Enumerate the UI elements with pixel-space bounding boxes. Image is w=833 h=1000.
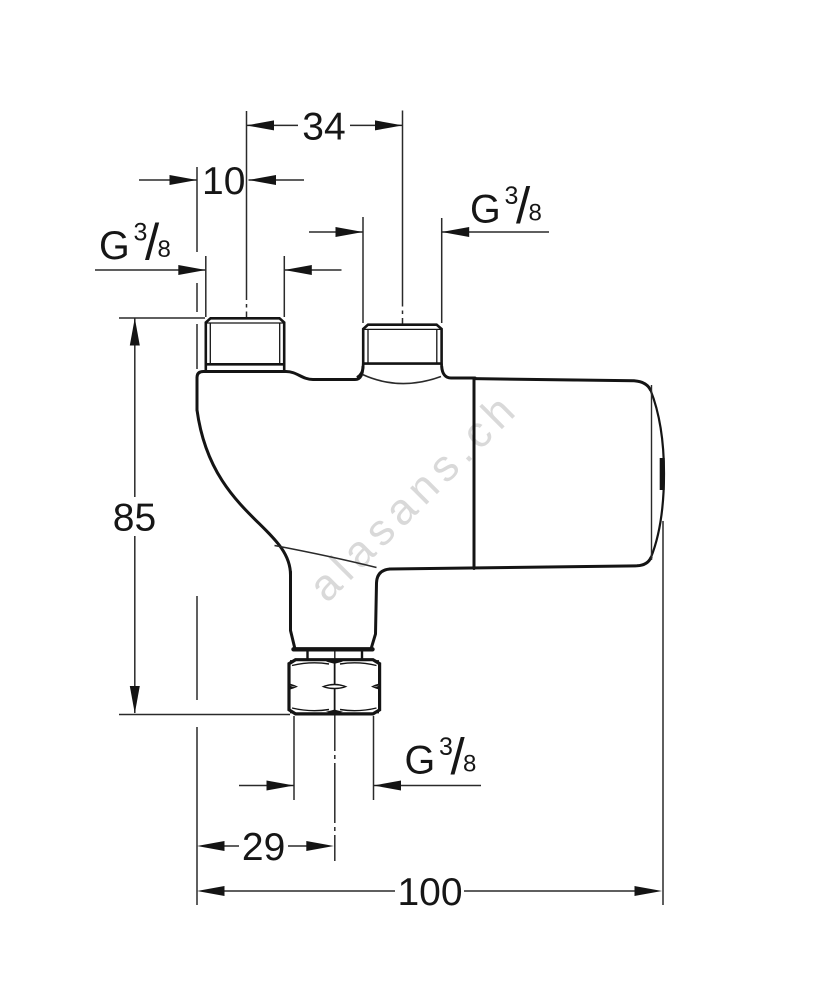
svg-text:10: 10 — [202, 160, 245, 203]
svg-text:/: / — [516, 177, 531, 234]
svg-text:3: 3 — [134, 219, 148, 247]
svg-text:34: 34 — [302, 106, 345, 149]
svg-text:100: 100 — [397, 871, 462, 914]
svg-text:3: 3 — [439, 733, 453, 761]
svg-text:8: 8 — [158, 236, 171, 263]
svg-text:G: G — [99, 224, 130, 268]
svg-text:8: 8 — [529, 200, 542, 227]
svg-text:3: 3 — [505, 182, 519, 210]
svg-text:/: / — [451, 728, 466, 785]
svg-text:85: 85 — [113, 497, 156, 540]
svg-text:/: / — [145, 214, 160, 271]
svg-text:G: G — [470, 188, 501, 232]
svg-text:G: G — [405, 739, 436, 783]
svg-text:8: 8 — [463, 751, 476, 778]
svg-text:29: 29 — [242, 826, 285, 869]
